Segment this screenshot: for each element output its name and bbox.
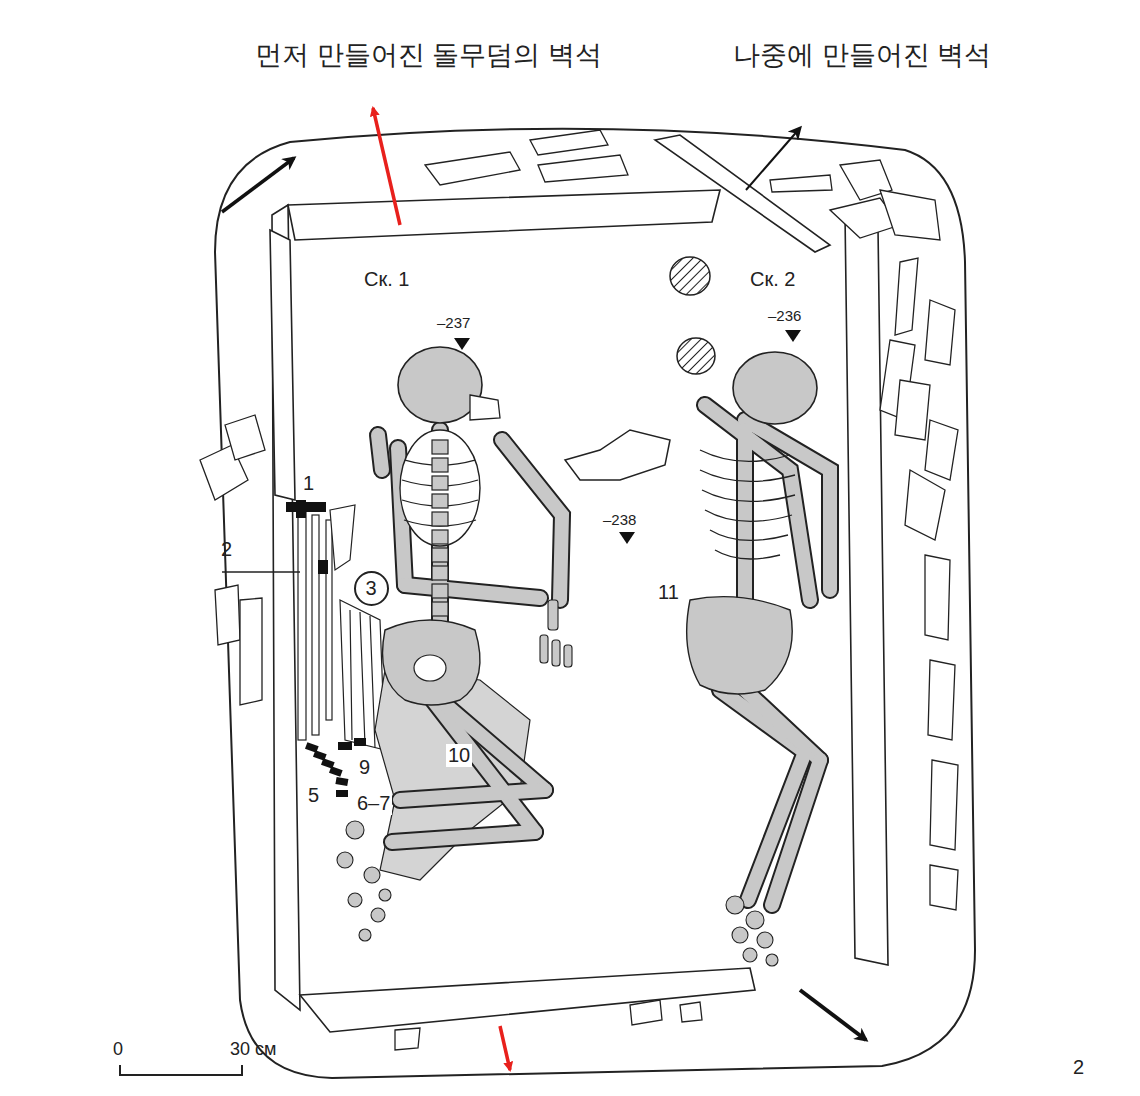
elevation-mark: –237 xyxy=(437,314,470,331)
circled-callout: 3 xyxy=(354,571,389,606)
callout-number: 2 xyxy=(221,538,232,561)
skeleton-id: Ск. 2 xyxy=(750,268,795,291)
callout-number: 10 xyxy=(446,744,472,767)
callout-number: 3 xyxy=(365,577,376,600)
elevation-mark: –238 xyxy=(603,511,636,528)
figure-number: 2 xyxy=(1073,1056,1084,1079)
wall-note: 나중에 만들어진 벽석 xyxy=(733,40,991,71)
elevation-mark: –236 xyxy=(768,307,801,324)
scale-length: 30 см xyxy=(230,1039,276,1060)
callout-number: 6–7 xyxy=(355,792,392,815)
scale-zero: 0 xyxy=(113,1039,123,1060)
callout-number: 11 xyxy=(656,581,681,604)
callout-number: 5 xyxy=(306,784,321,807)
skeleton-id: Ск. 1 xyxy=(364,268,409,291)
callout-number: 1 xyxy=(301,472,316,495)
wall-note: 먼저 만들어진 돌무덤의 벽석 xyxy=(255,40,602,71)
callout-number: 9 xyxy=(357,756,372,779)
